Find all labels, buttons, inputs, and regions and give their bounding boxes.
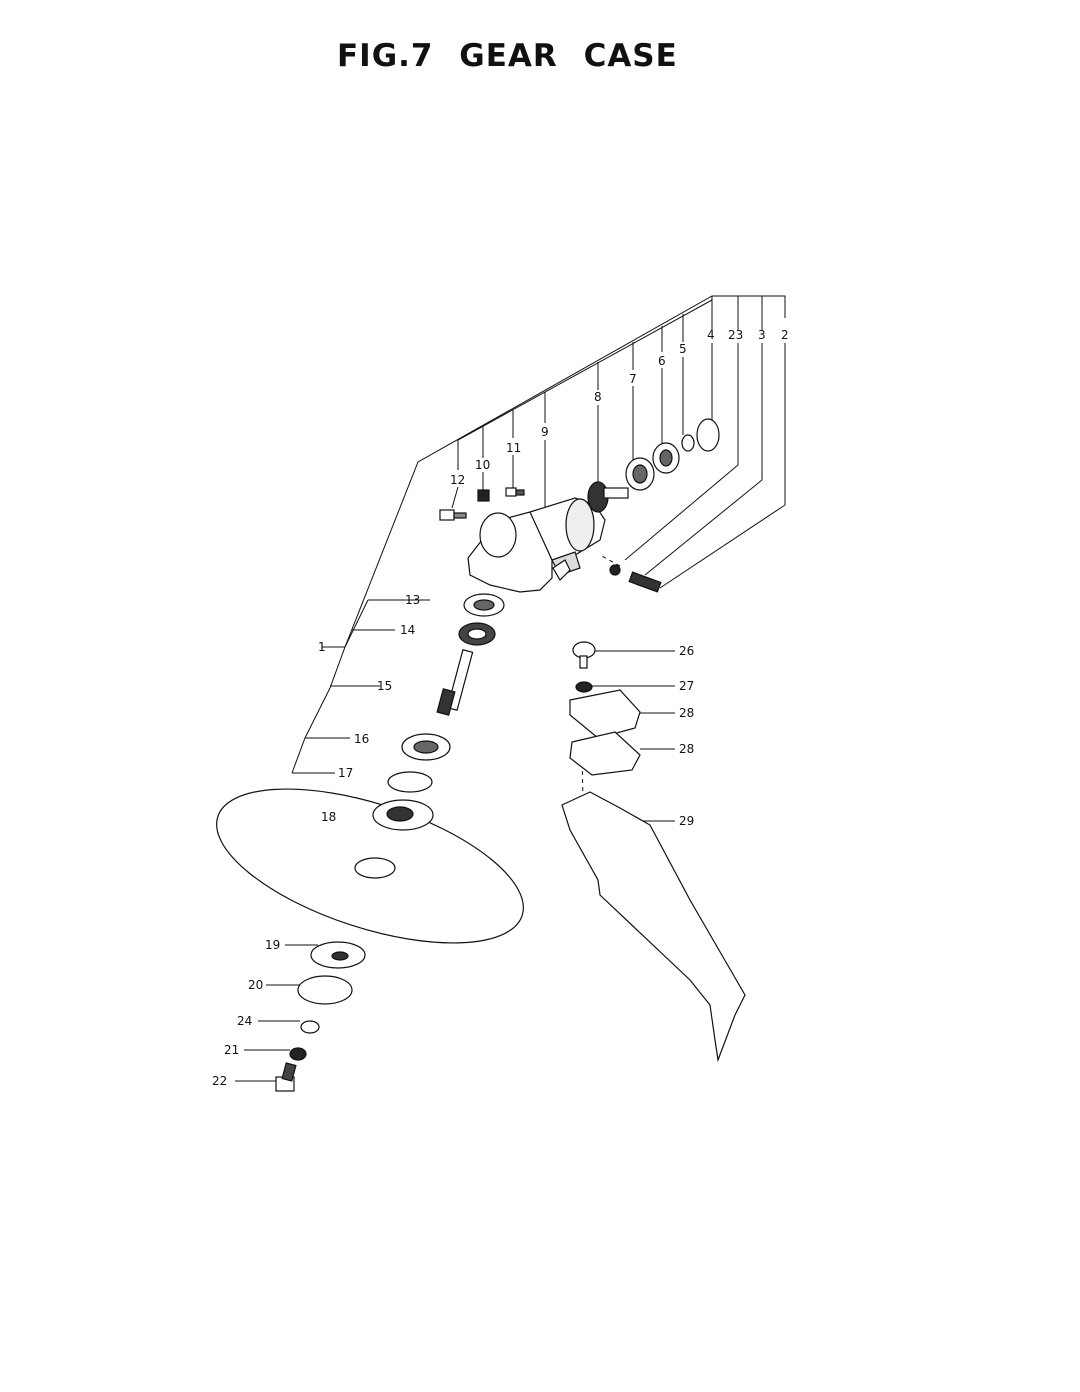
- screw-11: [505, 487, 525, 497]
- screw-12: [439, 509, 467, 521]
- callout-2: 2: [781, 328, 789, 342]
- callout-10: 10: [475, 458, 490, 472]
- callout-14: 14: [400, 623, 415, 637]
- callout-24: 24: [237, 1014, 252, 1028]
- holder-18: [372, 799, 434, 831]
- snap-ring-17: [387, 771, 433, 793]
- clamp-28-upper: [569, 689, 641, 739]
- bearing-13: [463, 593, 505, 617]
- washer-23: [609, 564, 621, 576]
- callout-5: 5: [679, 342, 687, 356]
- callout-16: 16: [354, 732, 369, 746]
- callout-7: 7: [629, 372, 637, 386]
- callout-27: 27: [679, 679, 694, 693]
- callout-21: 21: [224, 1043, 239, 1057]
- bearing-6: [652, 442, 680, 474]
- callout-11: 11: [506, 441, 521, 455]
- callout-1: 1: [318, 640, 326, 654]
- washer-24: [300, 1020, 320, 1034]
- callout-19: 19: [265, 938, 280, 952]
- washer-27: [575, 681, 593, 693]
- callout-3: 3: [758, 328, 766, 342]
- blade-disc: [216, 788, 524, 944]
- callout-labels: 1 2 3 4 5 6 7 8 9 10 11 12 13 14 15 16 1…: [212, 328, 789, 1088]
- plate-19: [310, 941, 366, 969]
- callout-4: 4: [707, 328, 715, 342]
- bolt-22: [275, 1062, 297, 1092]
- callout-20: 20: [248, 978, 263, 992]
- callout-6: 6: [658, 354, 666, 368]
- callout-18: 18: [321, 810, 336, 824]
- callout-26: 26: [679, 644, 694, 658]
- bearing-7: [625, 457, 655, 491]
- bearing-16: [401, 733, 451, 761]
- bolt-3: [628, 571, 662, 593]
- callout-28-upper: 28: [679, 706, 694, 720]
- callout-28-lower: 28: [679, 742, 694, 756]
- callout-29: 29: [679, 814, 694, 828]
- nut-10: [477, 489, 490, 502]
- screw-26: [572, 641, 596, 669]
- bevel-gear-14: [458, 622, 496, 646]
- callout-12: 12: [450, 473, 465, 487]
- callout-23: 23: [728, 328, 743, 342]
- washer-21: [289, 1047, 307, 1061]
- shaft-15: [436, 648, 474, 716]
- clamp-screw-2: [552, 559, 571, 581]
- bevel-gear-8: [587, 481, 629, 513]
- page-title: FIG.7 GEAR CASE: [337, 38, 678, 74]
- snap-ring-4: [696, 418, 720, 452]
- gear-case-part-1: [467, 497, 606, 593]
- guard-29: [561, 791, 746, 1063]
- callout-8: 8: [594, 390, 602, 404]
- clamp-28-lower: [569, 731, 641, 776]
- callout-17: 17: [338, 766, 353, 780]
- callout-22: 22: [212, 1074, 227, 1088]
- callout-15: 15: [377, 679, 392, 693]
- leader-lines: [235, 295, 786, 1082]
- washer-5: [681, 434, 695, 452]
- callout-9: 9: [541, 425, 549, 439]
- callout-13: 13: [405, 593, 420, 607]
- cover-20: [297, 975, 353, 1005]
